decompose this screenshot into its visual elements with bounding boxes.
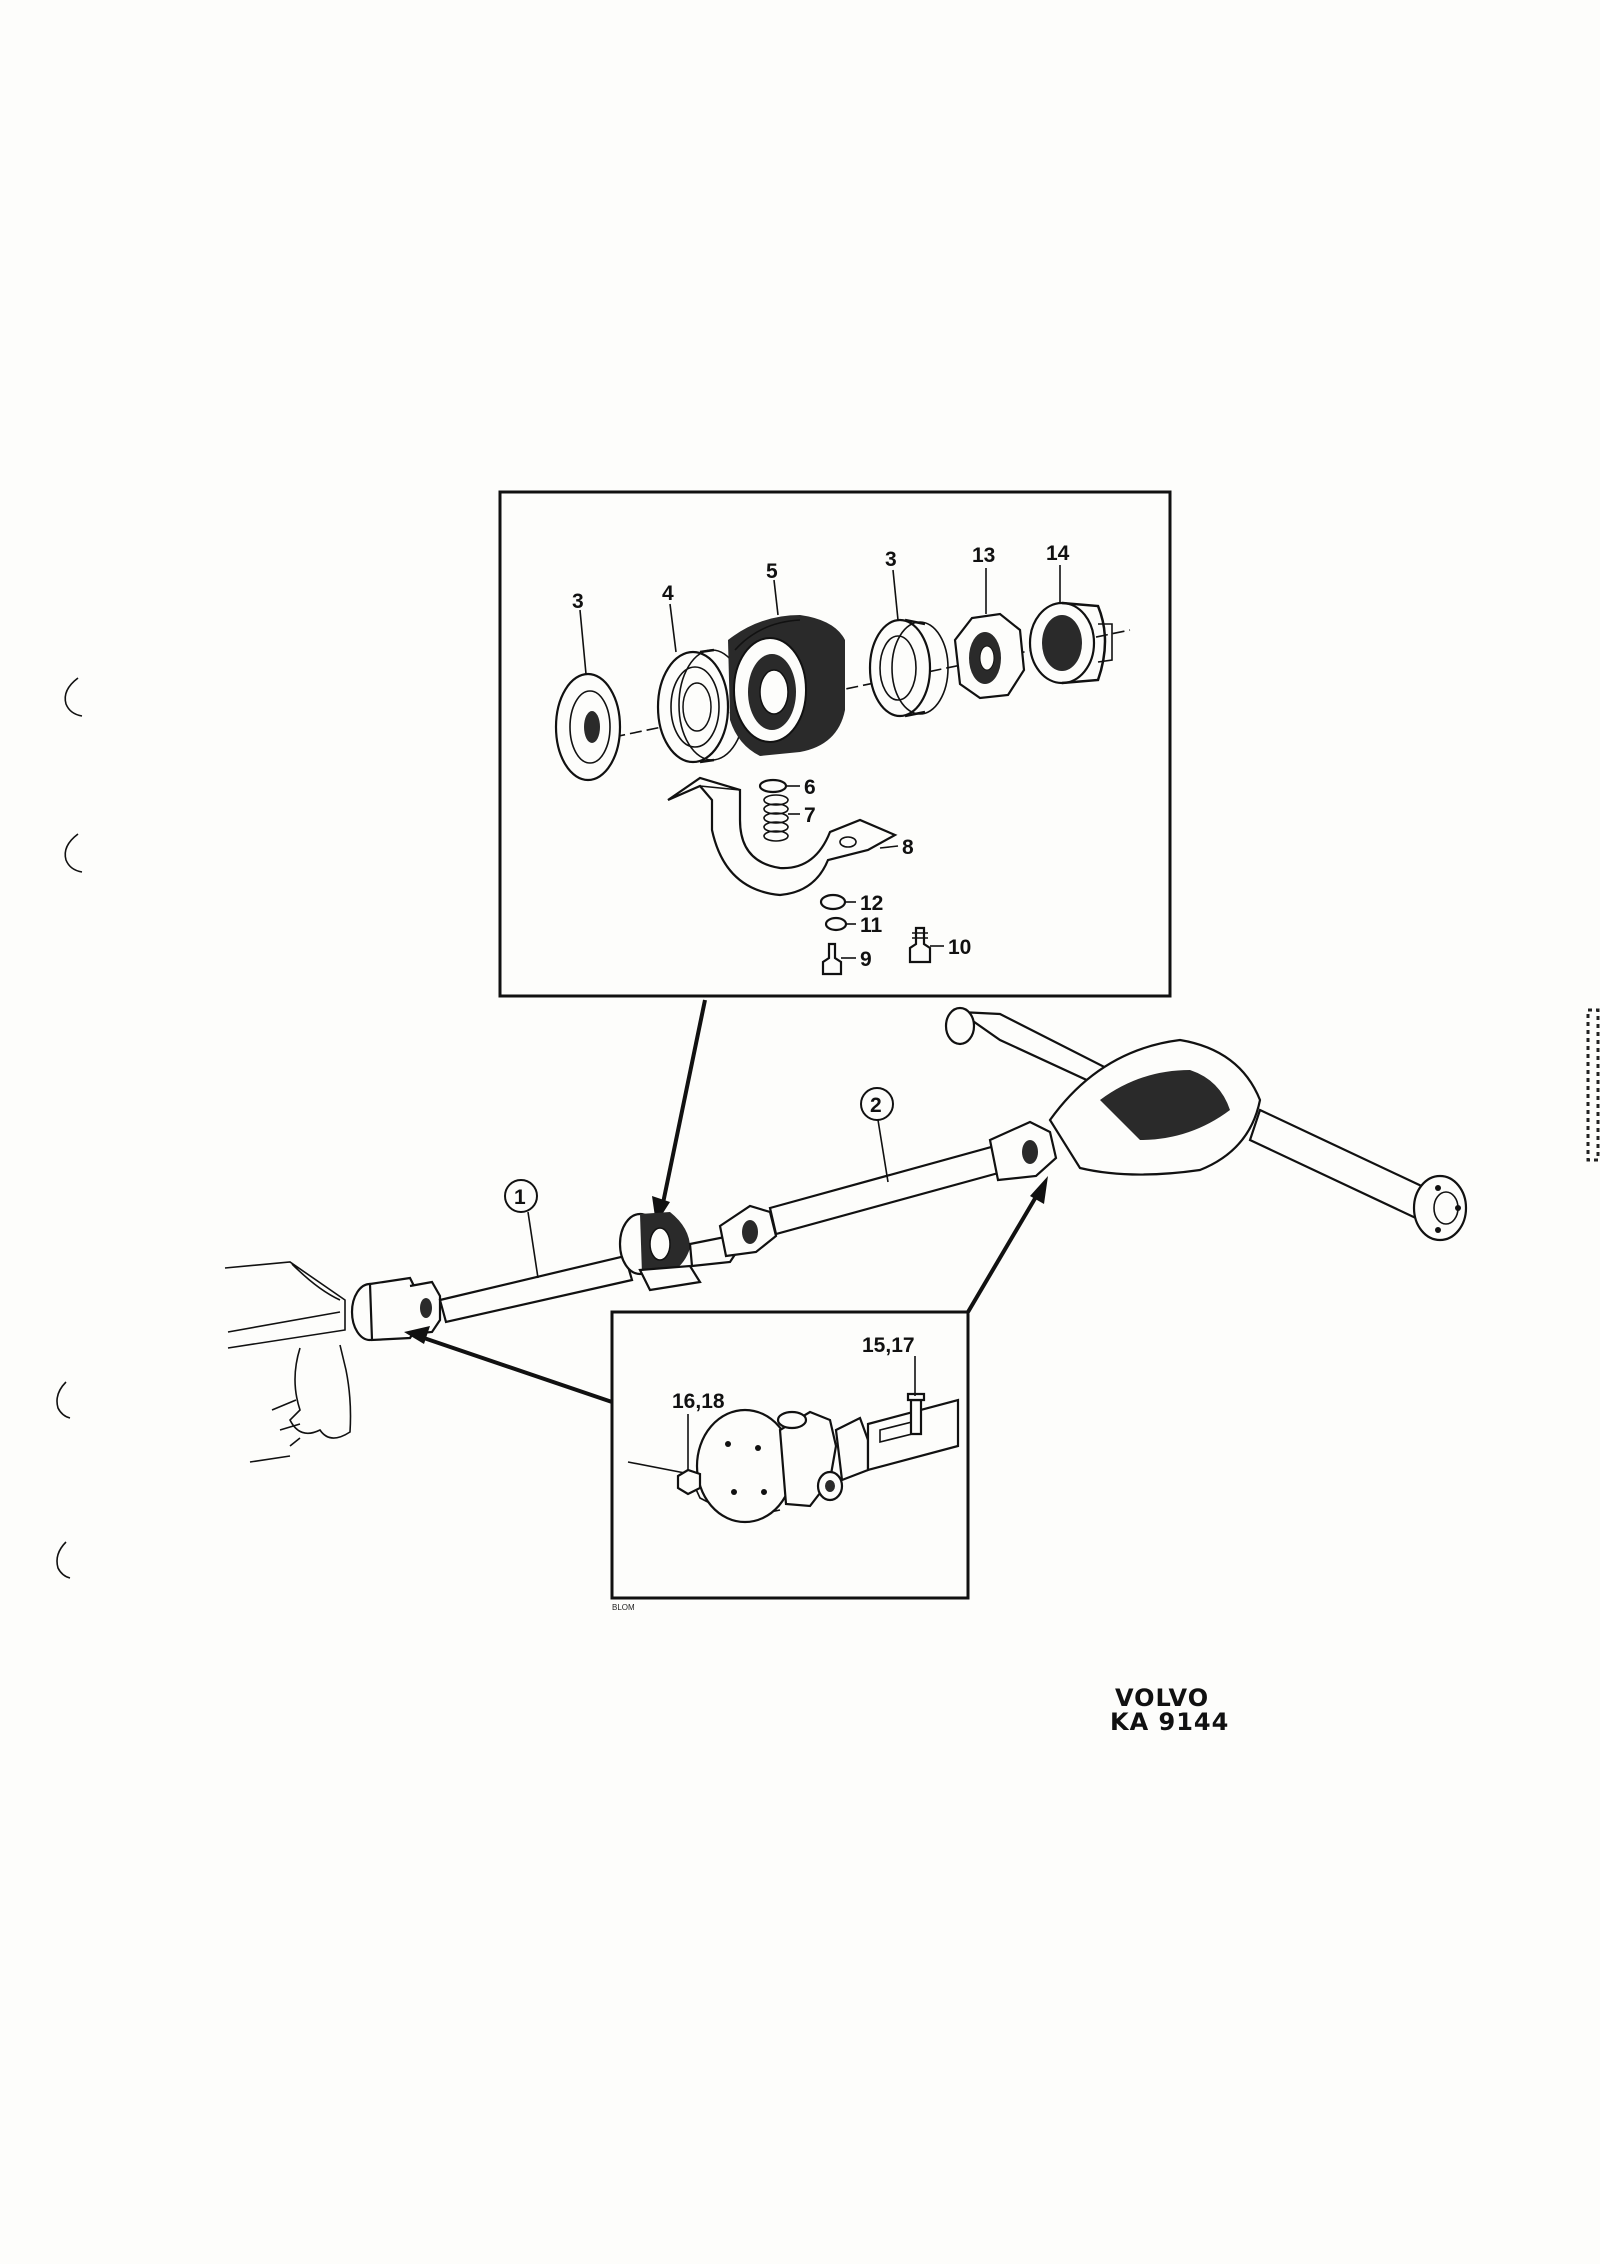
reference-block: VOLVO KA 9144: [1110, 1684, 1229, 1736]
flange-joint-detail-box: 15,17 16,18 BLOM: [610, 1310, 970, 1612]
main-assembly: 1 2: [224, 1006, 1468, 1463]
callout-12: 12: [860, 892, 883, 915]
joint-bolt: [906, 1392, 926, 1436]
flange-seal-right: [868, 618, 949, 718]
support-bracket: [667, 776, 898, 897]
artist-signature: BLOM: [612, 1603, 635, 1612]
svg-text:2: 2: [870, 1094, 882, 1117]
callout-circle-1: 1: [504, 1179, 539, 1279]
gearbox-housing: [224, 1261, 346, 1349]
edge-perforation: [1586, 1008, 1600, 1162]
rear-axle: [944, 1006, 1468, 1242]
brand-label: VOLVO: [1115, 1684, 1209, 1712]
callout-4: 4: [662, 582, 674, 605]
callout-16-18: 16,18: [672, 1390, 725, 1413]
propeller-shaft-rear: [768, 1144, 1004, 1236]
flange-yoke: [1028, 601, 1113, 685]
center-bearing-assembly: [618, 1212, 740, 1292]
callout-7: 7: [804, 804, 816, 827]
reference-code: KA 9144: [1110, 1708, 1229, 1736]
flat-washer: [824, 916, 848, 932]
callout-leaders-top: [579, 565, 1061, 959]
center-bearing-detail-box: 3 4 5 3 13 14 6 7 8 12 11 9 10: [498, 490, 1172, 998]
binder-holes: [56, 677, 83, 1579]
pointer-to-front-joint: [404, 1176, 1048, 1404]
flange-bolt: [908, 926, 932, 964]
rubber-cushion: [728, 615, 845, 756]
front-universal-joint: [350, 1276, 442, 1342]
callout-9: 9: [860, 948, 872, 971]
spring-washer: [819, 893, 847, 911]
callout-11: 11: [860, 914, 883, 937]
middle-universal-joint: [718, 1204, 778, 1258]
callout-14: 14: [1046, 542, 1070, 565]
callout-6: 6: [804, 776, 816, 799]
callout-10: 10: [948, 936, 971, 959]
washer: [758, 778, 788, 794]
flange-seal-left: [554, 672, 622, 782]
pointer-to-center-bearing: [652, 999, 707, 1224]
nut: [953, 612, 1026, 700]
joint-spider: [776, 1410, 844, 1508]
callout-3-right: 3: [885, 548, 897, 571]
ball-bearing: [656, 648, 746, 764]
companion-flange: [689, 1408, 795, 1524]
bolt: [821, 942, 843, 976]
rear-universal-joint: [988, 1120, 1058, 1182]
callout-15-17: 15,17: [862, 1334, 915, 1357]
callout-13: 13: [972, 544, 995, 567]
callout-3-left: 3: [572, 590, 584, 613]
callout-8: 8: [902, 836, 914, 859]
coil-spring: [763, 794, 789, 842]
callout-5: 5: [766, 560, 778, 583]
callout-circle-2: 2: [860, 1087, 894, 1183]
svg-text:1: 1: [514, 1186, 526, 1209]
lock-nut: [676, 1468, 702, 1496]
propeller-shaft-front: [438, 1254, 634, 1324]
